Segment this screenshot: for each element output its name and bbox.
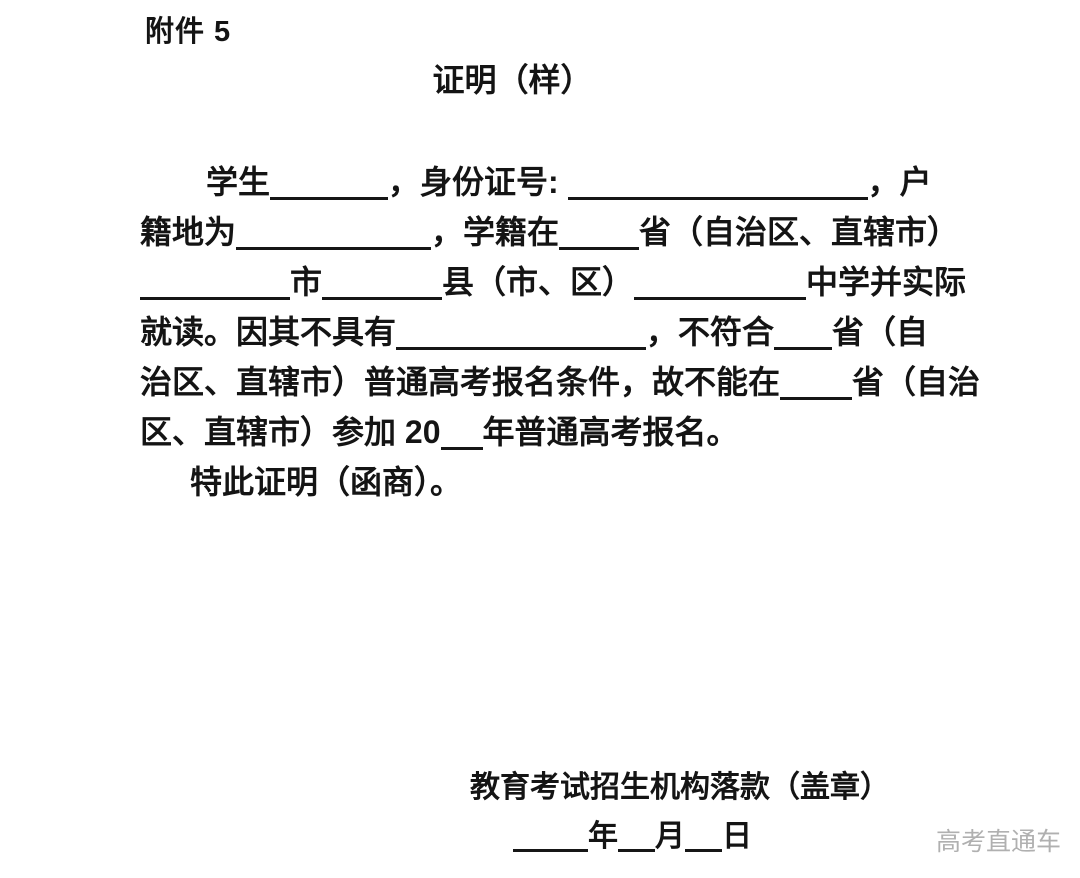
text-run: 省（自治区、直辖市） bbox=[639, 214, 960, 250]
text-run: 年普通高考报名。 bbox=[482, 414, 739, 450]
text-run: 省（自 bbox=[832, 314, 929, 350]
text-run: 学生 bbox=[206, 164, 271, 200]
text-run: ，身份证号: bbox=[388, 164, 568, 200]
blank-field bbox=[236, 235, 432, 250]
body-line: 就读。因其不具有 ，不符合 省（自 bbox=[140, 307, 1040, 357]
text-run: 月 bbox=[655, 820, 685, 853]
blank-field bbox=[140, 285, 290, 300]
date-fill-in-line: 年月日 bbox=[513, 816, 752, 858]
text-run: 治区、直辖市）普通高考报名条件，故不能在 bbox=[140, 364, 781, 400]
text-run: ，户 bbox=[867, 164, 932, 200]
signature-authority-line: 教育考试招生机构落款（盖章） bbox=[470, 771, 890, 804]
text-run: 就读。因其不具有 bbox=[140, 314, 397, 350]
text-run: 日 bbox=[722, 820, 752, 853]
blank-field bbox=[440, 435, 483, 450]
blank-field bbox=[774, 335, 833, 350]
blank-field bbox=[396, 335, 647, 350]
text-run: 县（市、区） bbox=[442, 264, 635, 300]
text-run: 区、直辖市）参加 20 bbox=[140, 414, 441, 450]
watermark-text: 高考直通车 bbox=[936, 828, 1062, 856]
certificate-body-text: 学生 ，身份证号: ，户籍地为 ，学籍在 省（自治区、直辖市） 市 县（市、区） 中学并实际… bbox=[140, 157, 1040, 507]
blank-field bbox=[618, 837, 655, 852]
blank-field bbox=[270, 185, 389, 200]
text-run: 籍地为 bbox=[140, 214, 237, 250]
text-run: ，不符合 bbox=[646, 314, 775, 350]
text-run: 省（自治 bbox=[852, 364, 981, 400]
blank-field bbox=[780, 385, 853, 400]
body-line: 籍地为 ，学籍在 省（自治区、直辖市） bbox=[140, 207, 1040, 257]
blank-field bbox=[559, 235, 640, 250]
attachment-label: 附件 5 bbox=[145, 16, 232, 48]
text-run: 中学并实际 bbox=[806, 264, 967, 300]
text-run: ，学籍在 bbox=[431, 214, 560, 250]
text-run: 特此证明（函商）。 bbox=[190, 464, 463, 500]
blank-field bbox=[634, 285, 807, 300]
text-run: 市 bbox=[290, 264, 323, 300]
blank-field bbox=[685, 837, 722, 852]
text-run: 年 bbox=[588, 820, 618, 853]
blank-field bbox=[567, 185, 868, 200]
body-line: 特此证明（函商）。 bbox=[140, 457, 1040, 507]
blank-field bbox=[513, 837, 588, 852]
document-title: 证明（样） bbox=[432, 62, 593, 98]
body-line: 治区、直辖市）普通高考报名条件，故不能在 省（自治 bbox=[140, 357, 1040, 407]
body-line: 学生 ，身份证号: ，户 bbox=[140, 157, 1040, 207]
body-line: 区、直辖市）参加 20 年普通高考报名。 bbox=[140, 407, 1040, 457]
blank-field bbox=[322, 285, 443, 300]
body-line: 市 县（市、区） 中学并实际 bbox=[140, 257, 1040, 307]
